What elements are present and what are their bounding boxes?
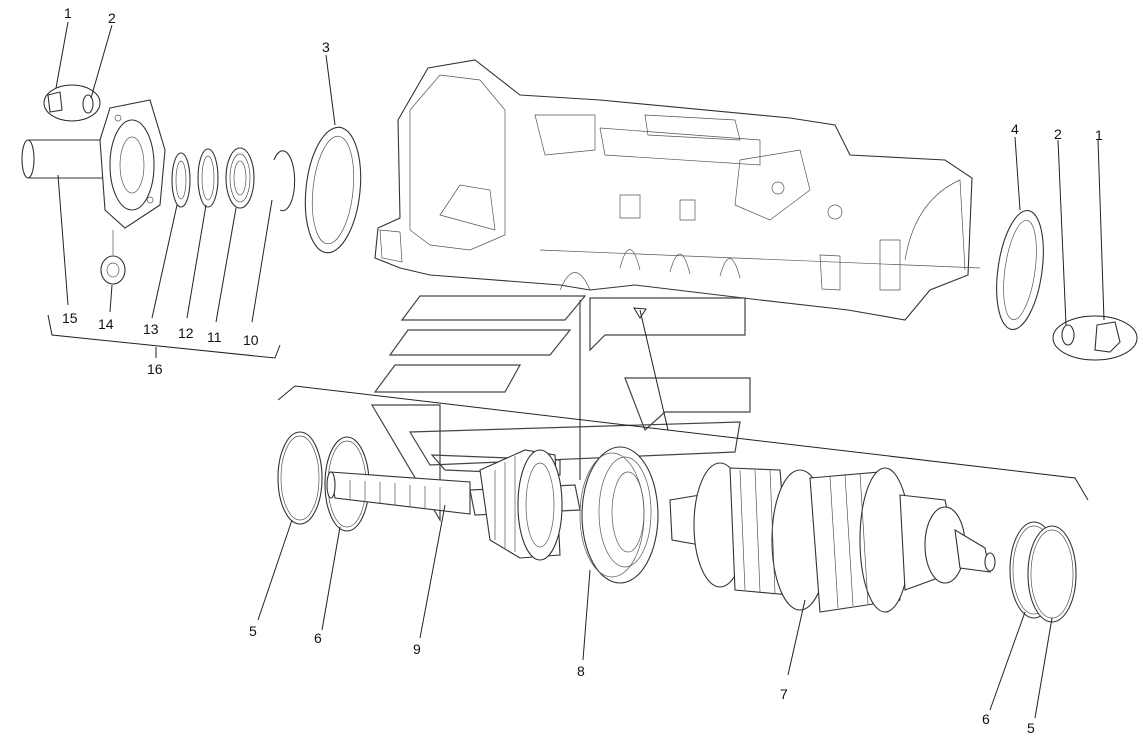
callout-16: 16 <box>147 361 163 377</box>
part-14-nut <box>100 230 126 285</box>
callout-8: 8 <box>577 663 585 679</box>
part-13-ring <box>171 152 191 208</box>
part-5-ring-right <box>1027 525 1077 623</box>
callout-2-left: 2 <box>108 10 116 26</box>
callout-11: 11 <box>207 329 222 345</box>
callout-6-right: 6 <box>982 711 990 727</box>
callout-1-left: 1 <box>64 5 72 21</box>
callout-9: 9 <box>413 641 421 657</box>
callout-12: 12 <box>178 325 194 341</box>
callout-7: 7 <box>780 686 788 702</box>
callout-13: 13 <box>143 321 159 337</box>
part-1-nut-left <box>43 84 101 122</box>
callout-2-right: 2 <box>1054 126 1062 142</box>
part-12-washer <box>197 148 219 208</box>
main-housing <box>374 59 981 321</box>
part-flange-housing <box>99 99 166 229</box>
part-8-synchronizer <box>579 446 659 584</box>
callout-3: 3 <box>322 39 330 55</box>
part-11-bearing <box>225 147 255 209</box>
callout-15: 15 <box>62 310 78 326</box>
callout-14: 14 <box>98 316 114 332</box>
part-3-gasket <box>304 126 362 254</box>
callout-10: 10 <box>243 332 259 348</box>
part-7-gear-cluster <box>669 462 996 613</box>
part-10-snap-ring <box>273 150 296 212</box>
part-15-shaft <box>21 139 106 179</box>
callout-6-left: 6 <box>314 630 322 646</box>
part-4-gasket <box>996 209 1044 331</box>
callout-5-right: 5 <box>1027 720 1035 736</box>
part-1-nut-right <box>1052 315 1138 361</box>
callout-1-right: 1 <box>1095 127 1103 143</box>
part-5-ring-left <box>277 431 323 525</box>
part-9-shaft <box>326 449 563 561</box>
callout-5-left: 5 <box>249 623 257 639</box>
callout-4: 4 <box>1011 121 1019 137</box>
